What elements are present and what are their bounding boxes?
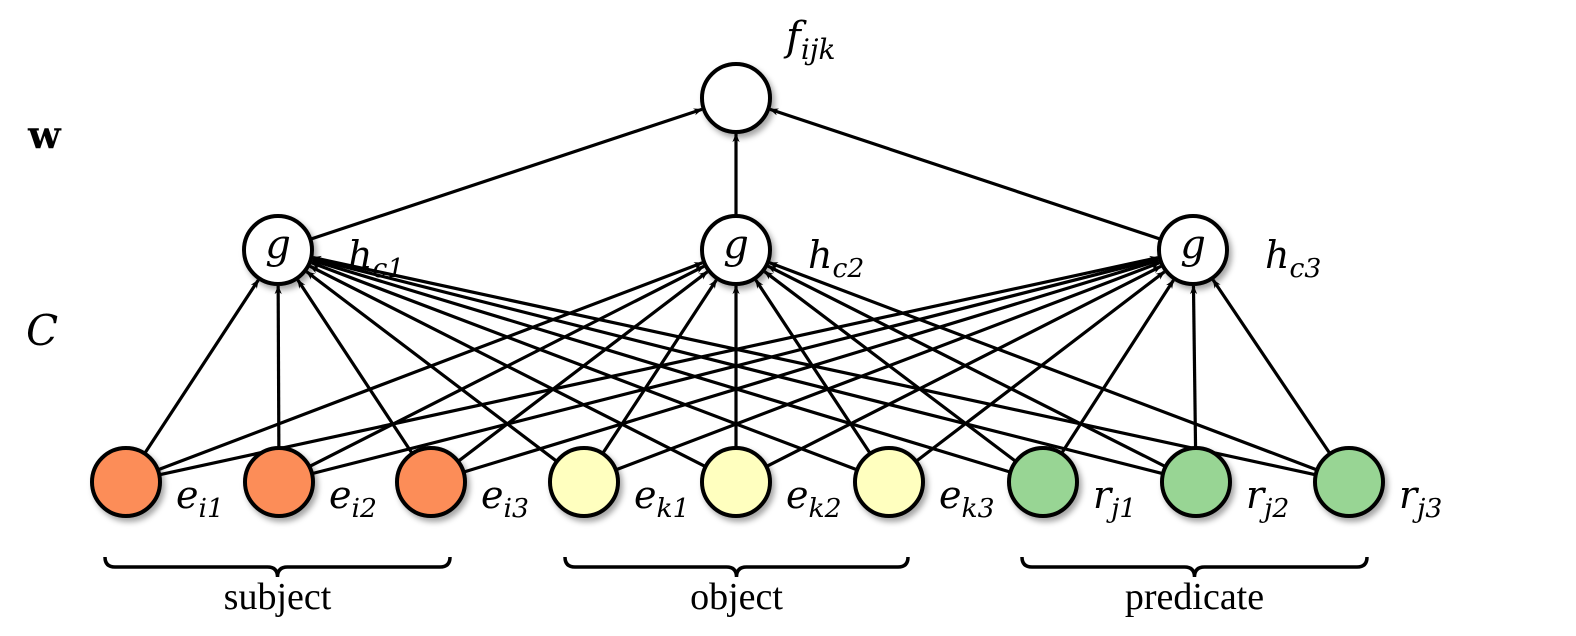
group-label-object: object xyxy=(690,576,783,618)
brace-object xyxy=(563,556,910,578)
edge-rj2-to-hc2 xyxy=(767,264,1167,469)
hidden-node-function-label: g xyxy=(1180,222,1206,268)
edge-ei2-to-hc1 xyxy=(274,285,282,449)
edge-rj2-to-hc1 xyxy=(312,257,1164,476)
input-node-rj2 xyxy=(1160,446,1232,518)
edge-ei1-to-hc1 xyxy=(143,279,260,455)
hidden-node-label-hc2: hc2 xyxy=(808,233,864,284)
edge-ek2-to-hc1 xyxy=(309,264,707,469)
edge-rj2-to-hc3 xyxy=(1189,285,1198,449)
input-node-label-ek1: ek1 xyxy=(634,473,690,524)
edge-ek3-to-hc1 xyxy=(310,261,858,472)
weights-row-label: w xyxy=(27,112,62,157)
hidden-node-hc2 xyxy=(700,214,772,286)
input-node-label-ek2: ek2 xyxy=(786,473,842,524)
input-node-rj3 xyxy=(1313,446,1385,518)
group-label-predicate: predicate xyxy=(1125,576,1264,618)
edge-rj1-to-hc1 xyxy=(311,258,1011,474)
edge-hc3-to-output xyxy=(769,107,1162,241)
edge-rj3-to-hc2 xyxy=(768,261,1318,472)
edges-layer xyxy=(143,107,1332,477)
input-node-ek3 xyxy=(853,446,925,518)
input-node-ek2 xyxy=(700,446,772,518)
nodes-layer xyxy=(90,62,1385,518)
input-node-ek1 xyxy=(548,446,620,518)
hidden-node-function-label: g xyxy=(265,222,291,268)
hidden-node-label-hc1: hc1 xyxy=(348,233,404,284)
input-node-label-ei2: ei2 xyxy=(329,473,377,524)
input-node-label-ei3: ei3 xyxy=(481,473,529,524)
input-node-label-rj2: rj2 xyxy=(1246,473,1289,524)
input-node-ei1 xyxy=(90,446,162,518)
output-node-label: fijk xyxy=(783,14,835,66)
labels-layer: fijk g hc1 g hc2 g hc3 ei1 ei2 ei3 ek1 ek2 ek3 rj1 rj2… xyxy=(176,14,1442,524)
input-node-label-ek3: ek3 xyxy=(939,473,995,524)
input-node-ei3 xyxy=(395,446,467,518)
hidden-node-hc1 xyxy=(242,214,314,286)
brace-subject xyxy=(103,556,452,578)
edge-ek1-to-hc1 xyxy=(305,270,558,463)
hidden-node-label-hc3: hc3 xyxy=(1265,233,1321,284)
group-label-subject: subject xyxy=(224,576,332,618)
input-node-label-rj3: rj3 xyxy=(1399,473,1442,524)
edge-rj3-to-hc3 xyxy=(1211,278,1332,455)
output-node xyxy=(700,62,772,134)
brace-predicate xyxy=(1020,556,1369,578)
input-node-label-ei1: ei1 xyxy=(176,473,224,524)
combination-row-label: C xyxy=(26,306,58,355)
hidden-node-function-label: g xyxy=(723,222,749,268)
hidden-node-hc3 xyxy=(1157,214,1229,286)
edge-ei3-to-hc1 xyxy=(296,279,414,455)
input-node-label-rj1: rj1 xyxy=(1093,473,1136,524)
edge-rj1-to-hc2 xyxy=(763,270,1017,463)
braces-layer: subject object predicate xyxy=(103,556,1369,618)
edge-rj3-to-hc1 xyxy=(312,255,1317,477)
input-node-rj1 xyxy=(1007,446,1079,518)
input-node-ei2 xyxy=(243,446,315,518)
edge-hc1-to-output xyxy=(309,107,703,241)
